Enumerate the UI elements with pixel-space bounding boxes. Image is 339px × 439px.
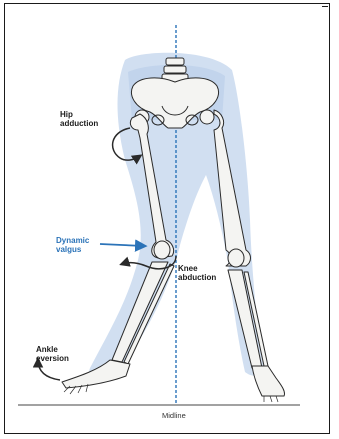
right-patella xyxy=(228,249,244,267)
label-hip-adduction: Hip adduction xyxy=(60,110,98,128)
label-ankle-eversion: Ankle eversion xyxy=(36,345,69,363)
lumbar-spine xyxy=(162,58,188,82)
right-foot xyxy=(252,366,285,396)
toe-lines xyxy=(64,384,278,402)
dynamic-valgus-arrow xyxy=(100,244,144,246)
label-knee-abduction: Knee abduction xyxy=(178,264,216,282)
right-femoral-head xyxy=(200,110,214,124)
label-dynamic-valgus: Dynamic valgus xyxy=(56,236,89,254)
left-patella xyxy=(154,241,170,259)
ankle-eversion-arrow xyxy=(38,360,60,380)
label-midline: Midline xyxy=(162,411,186,420)
